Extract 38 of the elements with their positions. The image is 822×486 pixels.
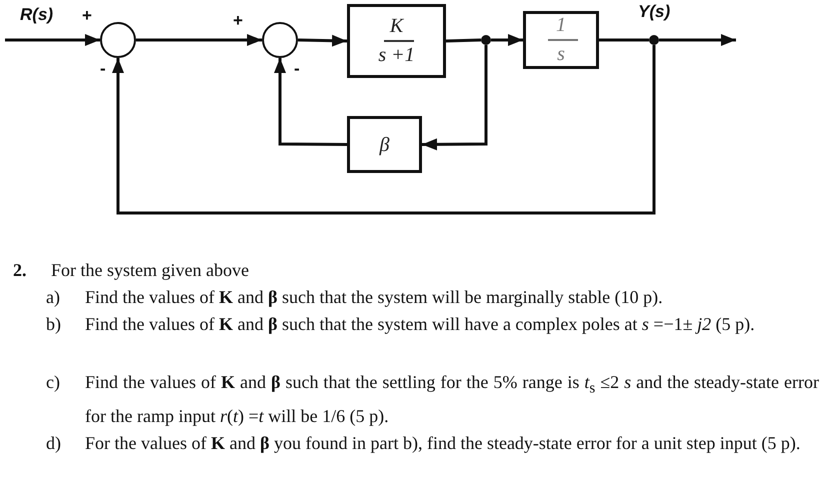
question-number: 2. xyxy=(13,259,26,282)
signal-arrow xyxy=(136,34,262,46)
signal-arrow xyxy=(659,34,736,46)
item-letter: b) xyxy=(46,313,61,336)
signal-arrow xyxy=(274,58,347,146)
denominator: s xyxy=(556,43,566,65)
signal-arrow xyxy=(298,34,348,47)
summing-junction xyxy=(100,22,136,58)
summing-junction xyxy=(262,22,298,58)
minus-sign: - xyxy=(100,59,106,79)
plus-sign: + xyxy=(233,11,243,31)
signal-label: Y(s) xyxy=(638,2,670,22)
question-text: Find the values of K and β such that the settling for the 5% range is t$_{s}$ ≤2 s and the steady-state error for the ramp input r(t) =t will be 1/6 (5 p). xyxy=(85,371,819,428)
signal-arrow xyxy=(5,34,100,46)
signal-arrow xyxy=(112,45,656,214)
signal-arrow xyxy=(491,34,523,46)
numerator: 1 xyxy=(555,14,567,36)
numerator: K xyxy=(388,15,405,37)
signal-line xyxy=(599,38,649,42)
pickoff-point xyxy=(481,35,491,45)
item-letter: d) xyxy=(46,432,61,455)
question-text: For the system given above xyxy=(51,259,250,282)
integrator-block xyxy=(523,11,599,69)
feedback-gain-block xyxy=(347,116,422,173)
signal-arrow xyxy=(422,45,488,150)
plus-sign: + xyxy=(82,6,92,26)
signal-label: R(s) xyxy=(20,5,54,25)
item-letter: c) xyxy=(46,371,60,394)
question-text: Find the values of K and β such that the system will be marginally stable (10 p). xyxy=(85,286,664,309)
question-text: Find the values of K and β such that the system will have a complex poles at s =−1± j2 (5 p). xyxy=(85,313,756,336)
pickoff-point xyxy=(649,35,659,45)
item-letter: a) xyxy=(46,286,60,309)
signal-line xyxy=(446,38,482,42)
gain-symbol: β xyxy=(378,134,390,156)
transfer-function-block xyxy=(347,4,446,78)
question-text: For the values of K and β you found in part b), find the steady-state error for a unit step input (5 p). xyxy=(85,432,802,455)
minus-sign: - xyxy=(294,59,300,79)
denominator: s +1 xyxy=(377,44,416,66)
